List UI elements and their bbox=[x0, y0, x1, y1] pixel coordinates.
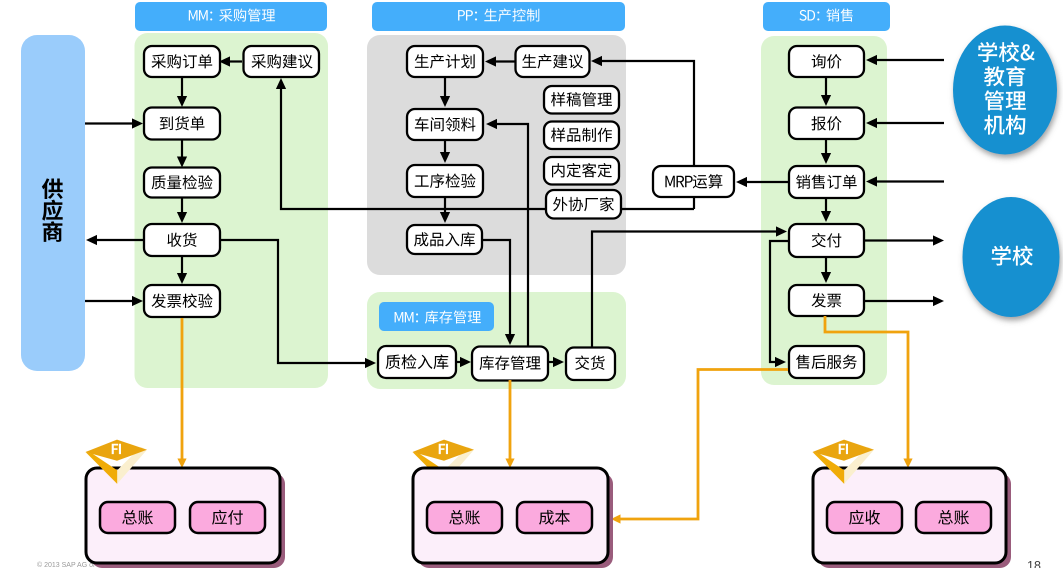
svg-text:18: 18 bbox=[1027, 559, 1041, 568]
